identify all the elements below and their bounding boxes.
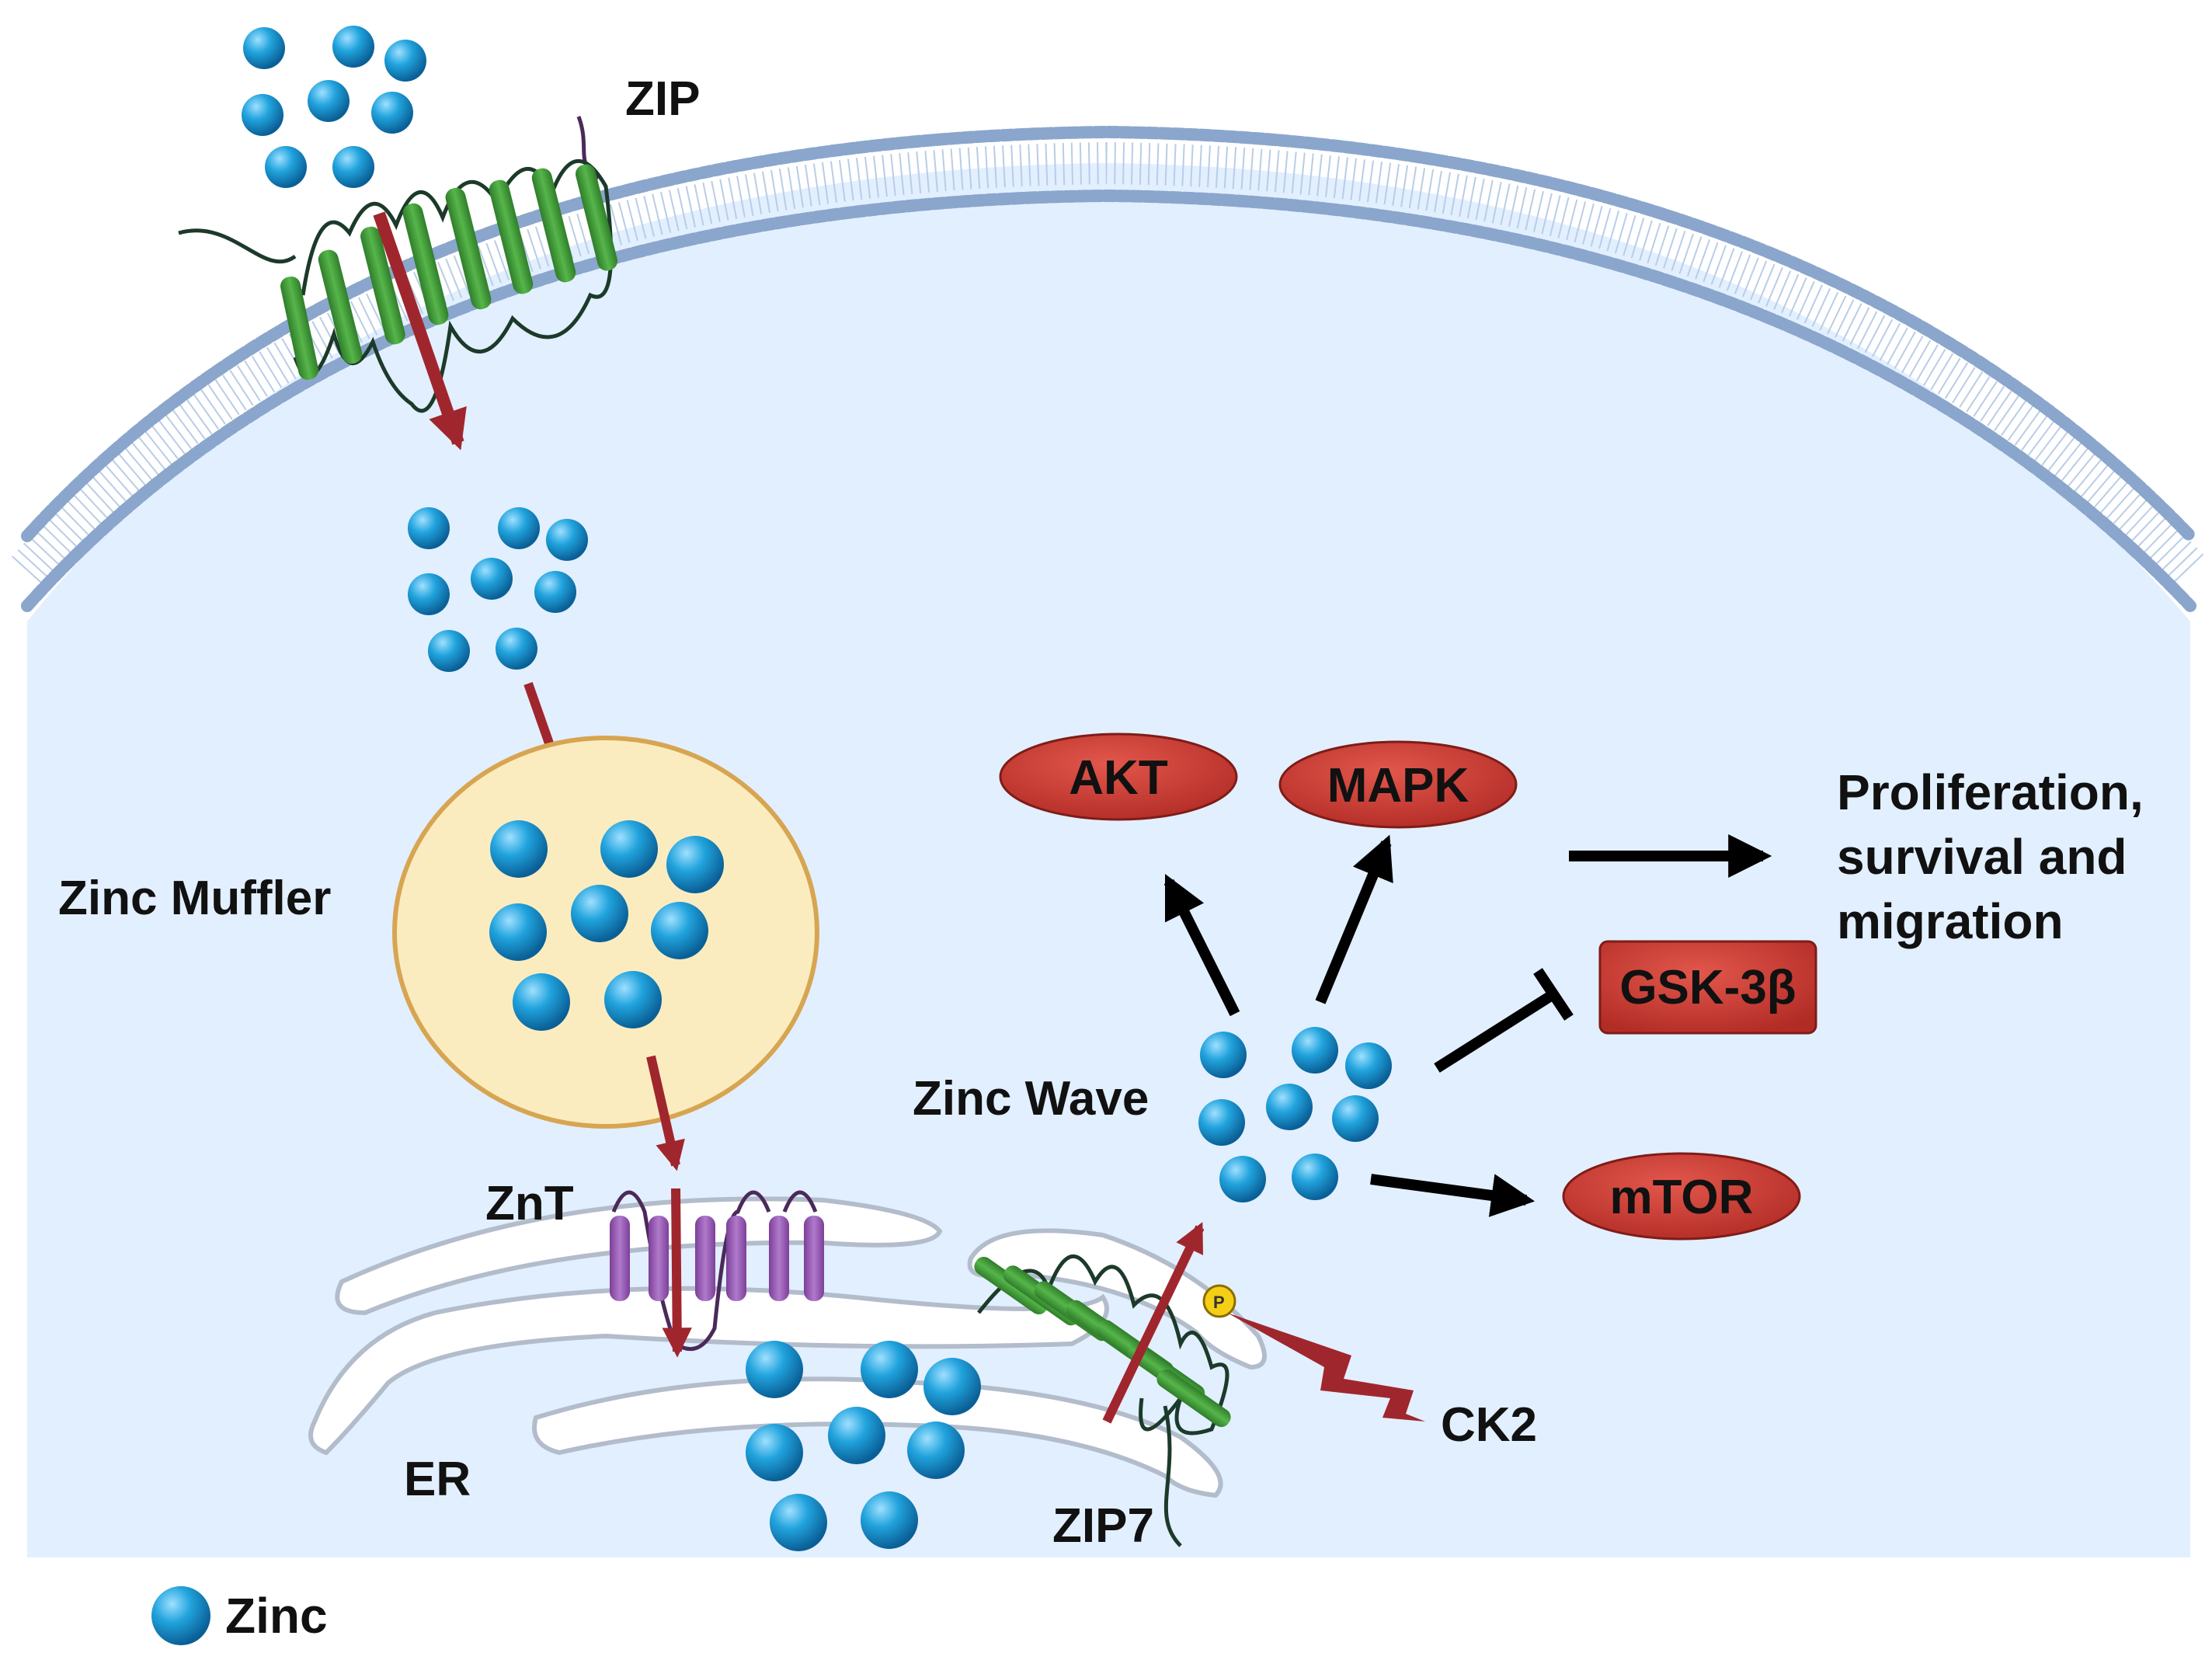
endoplasmic-reticulum <box>308 1196 1267 1498</box>
legend-zinc-icon <box>151 1586 210 1645</box>
outcome-line-1: Proliferation, <box>1837 764 2144 820</box>
zip7-transporter <box>974 1222 1231 1547</box>
mapk-label: MAPK <box>1327 759 1469 813</box>
zinc-wave-cluster <box>1198 1027 1392 1202</box>
outcome-line-3: migration <box>1837 893 2064 949</box>
akt-node: AKT <box>999 733 1238 821</box>
zinc-muffler-label: Zinc Muffler <box>58 872 331 925</box>
phosphorylation-site: P <box>1202 1284 1236 1318</box>
er-label: ER <box>404 1453 471 1506</box>
phospho-label: P <box>1213 1293 1225 1312</box>
arrow-to-mapk <box>1315 834 1393 1004</box>
zinc-cluster-extracellular <box>242 26 426 188</box>
gsk3b-label: GSK-3β <box>1619 961 1796 1014</box>
arrow-to-mtor <box>1370 1174 1536 1217</box>
ck2-lightning-icon <box>1227 1313 1425 1422</box>
inhibition-gsk3b <box>1434 968 1574 1073</box>
outcome-line-2: survival and <box>1837 829 2127 885</box>
legend: Zinc <box>151 1586 328 1645</box>
zinc-wave-label: Zinc Wave <box>913 1072 1149 1126</box>
zip-label: ZIP <box>625 72 700 126</box>
ck2-label: CK2 <box>1441 1398 1537 1452</box>
arrow-to-akt <box>1163 873 1240 1017</box>
znt-label: ZnT <box>485 1177 574 1230</box>
zinc-cluster-cytosolic <box>408 507 588 672</box>
mtor-label: mTOR <box>1610 1171 1754 1224</box>
legend-zinc-label: Zinc <box>225 1588 328 1644</box>
akt-label: AKT <box>1069 751 1168 805</box>
mtor-node: mTOR <box>1562 1152 1801 1241</box>
mapk-node: MAPK <box>1278 740 1518 829</box>
outcome-text: Proliferation, survival and migration <box>1837 764 2144 949</box>
gsk3b-node: GSK-3β <box>1598 940 1817 1035</box>
zip-transporter <box>178 116 618 451</box>
zinc-cluster-er <box>746 1341 981 1551</box>
zip7-label: ZIP7 <box>1052 1499 1154 1553</box>
znt-transporter <box>610 1188 824 1358</box>
arrow-to-znt <box>646 1055 685 1171</box>
zinc-muffler-vesicle <box>392 736 819 1129</box>
